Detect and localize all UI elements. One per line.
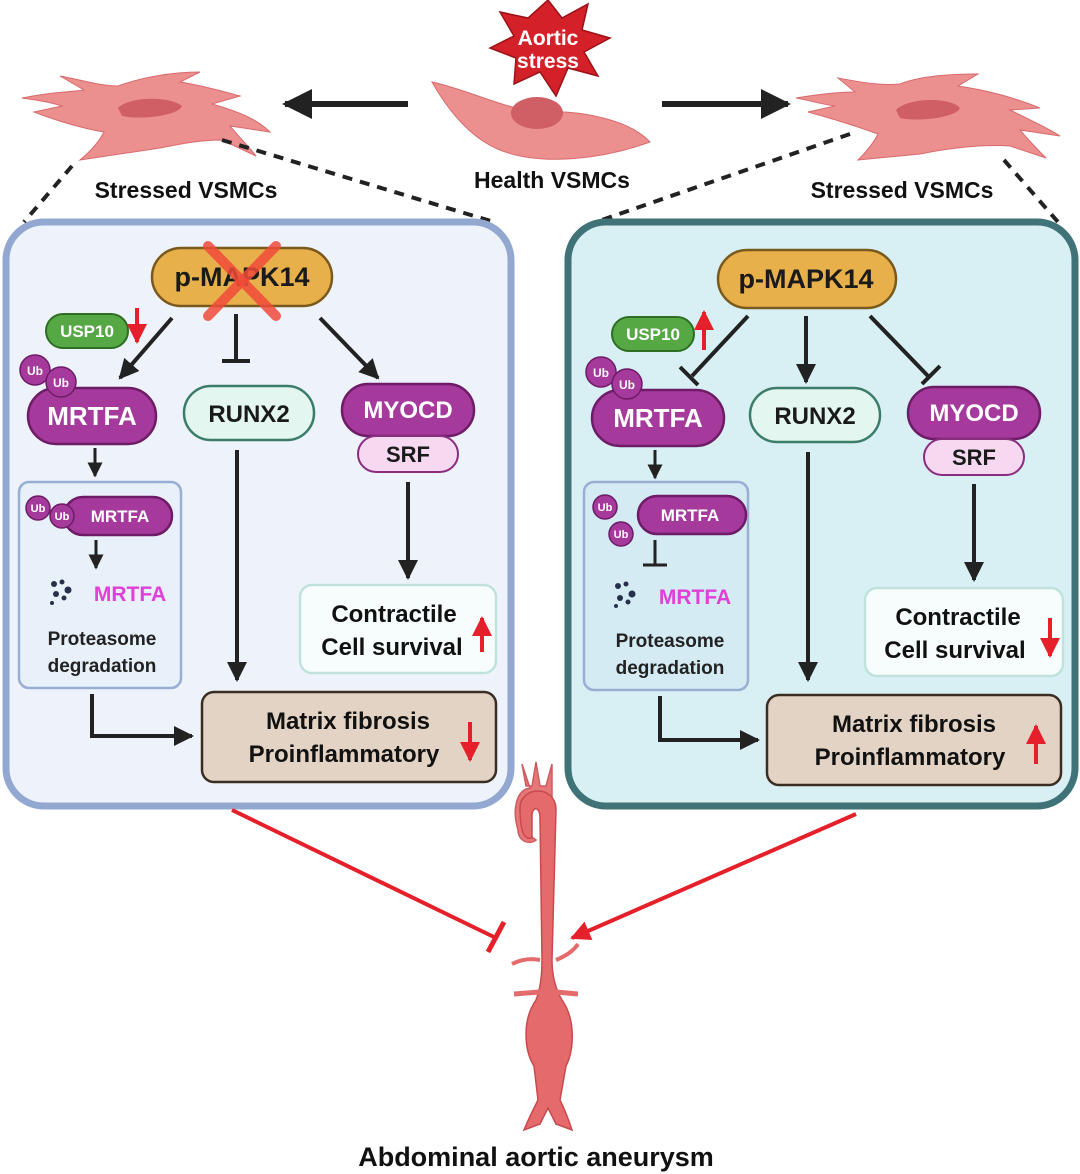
left-sub-ub2-label: Ub	[55, 511, 70, 523]
right-srf-label: SRF	[952, 445, 996, 470]
left-stressed-cell-icon	[21, 71, 272, 161]
right-ub2-label: Ub	[619, 378, 635, 392]
left-fibrosis-box	[200, 690, 498, 784]
left-proteasome-line2: degradation	[48, 656, 157, 677]
right-stressed-cell-icon	[795, 73, 1061, 161]
left-fibrosis-line2: Proinflammatory	[249, 741, 440, 768]
stress-label-line1: Aortic	[518, 27, 579, 50]
right-sub-mrtfa-label: MRTFA	[661, 506, 720, 525]
right-panel: p-MAPK14 USP10 MRTFA Ub Ub RUNX2 MYOCD S…	[564, 218, 1079, 810]
aorta-icon	[511, 761, 580, 1132]
right-inhibit-bar-myocd	[920, 364, 942, 386]
left-edge-kinase-myocd	[318, 316, 380, 380]
left-panel: p-MAPK14 USP10 MRTFA Ub Ub RUNX2 MYOCD S…	[2, 218, 515, 810]
left-stressed-label: Stressed VSMCs	[95, 177, 278, 203]
left-ub1-label: Ub	[27, 364, 43, 378]
left-sub-ub1-icon	[25, 495, 51, 521]
right-inhibit-bar-mrtfa	[678, 365, 700, 387]
right-edge-kinase-myocd-inhibit	[868, 314, 930, 378]
left-fibrosis-line1: Matrix fibrosis	[266, 708, 430, 735]
left-fragments-icon	[50, 579, 72, 605]
right-runx2-label: RUNX2	[774, 403, 855, 430]
left-sub-ub2-icon	[49, 503, 75, 529]
right-contractile-box	[863, 586, 1065, 678]
right-kinase-label: p-MAPK14	[738, 264, 873, 294]
right-kinase-node	[716, 248, 898, 310]
left-ub1-icon	[19, 354, 51, 386]
right-myocd-label: MYOCD	[929, 400, 1018, 427]
left-mrtfa-node	[26, 386, 158, 446]
right-edge-kinase-mrtfa-inhibit	[690, 314, 750, 378]
left-proteasome-line1: Proteasome	[48, 629, 157, 650]
right-contractile-line1: Contractile	[895, 604, 1020, 631]
right-sub-ub2-label: Ub	[614, 529, 629, 541]
left-mrtfa-label: MRTFA	[47, 401, 137, 431]
right-usp10-label: USP10	[626, 325, 680, 344]
right-sub-ub1-label: Ub	[598, 502, 613, 514]
left-ub2-label: Ub	[53, 376, 69, 390]
right-srf-node	[923, 438, 1025, 476]
right-fibrosis-box	[765, 693, 1063, 787]
left-edge-kinase-mrtfa	[118, 316, 174, 380]
left-degraded-mrtfa-label: MRTFA	[94, 583, 166, 606]
right-sub-mrtfa-node	[636, 494, 748, 536]
right-promotes-aaa-arrow	[570, 812, 857, 940]
left-runx2-label: RUNX2	[208, 401, 289, 428]
left-sub-mrtfa-label: MRTFA	[91, 507, 150, 526]
right-runx2-node	[748, 386, 882, 444]
right-proteasome-line1: Proteasome	[616, 631, 725, 652]
right-fibrosis-line2: Proinflammatory	[815, 744, 1006, 771]
left-contractile-line2: Cell survival	[321, 634, 462, 661]
inhibited-cross-icon	[203, 241, 281, 321]
right-edge-proteasome-fibrosis	[658, 696, 760, 750]
healthy-label: Health VSMCs	[474, 167, 630, 193]
right-mrtfa-node	[590, 388, 726, 448]
zoom-dashed-lines	[22, 132, 1060, 224]
left-usp10-label: USP10	[60, 322, 114, 341]
left-contractile-line1: Contractile	[331, 601, 456, 628]
outcome-label: Abdominal aortic aneurysm	[358, 1142, 714, 1172]
healthy-cell-icon	[431, 81, 651, 160]
right-fragments-icon	[614, 581, 636, 608]
right-degraded-mrtfa-label: MRTFA	[659, 586, 731, 609]
right-sub-ub1-icon	[592, 494, 618, 520]
left-srf-node	[357, 435, 459, 473]
left-contractile-box	[298, 583, 498, 675]
right-stressed-label: Stressed VSMCs	[811, 177, 994, 203]
right-usp10-node	[611, 316, 695, 352]
left-sub-ub1-label: Ub	[31, 503, 46, 515]
right-mrtfa-label: MRTFA	[613, 403, 703, 433]
right-ub2-icon	[611, 368, 643, 400]
right-contractile-line2: Cell survival	[884, 637, 1025, 664]
right-proteasome-line2: degradation	[616, 658, 725, 679]
left-edge-proteasome-fibrosis	[90, 694, 194, 746]
left-ub2-icon	[45, 366, 77, 398]
aortic-stress-star-icon	[488, 0, 612, 98]
left-inhibits-aaa-line	[231, 808, 497, 940]
left-inhibit-bar-aaa	[485, 920, 507, 954]
right-fibrosis-line1: Matrix fibrosis	[832, 711, 996, 738]
stress-label-line2: stress	[517, 50, 579, 73]
right-ub1-label: Ub	[593, 366, 609, 380]
left-runx2-node	[182, 384, 316, 442]
left-myocd-label: MYOCD	[363, 397, 452, 424]
right-ub1-icon	[585, 356, 617, 388]
right-sub-ub2-icon	[608, 521, 634, 547]
left-srf-label: SRF	[386, 442, 430, 467]
